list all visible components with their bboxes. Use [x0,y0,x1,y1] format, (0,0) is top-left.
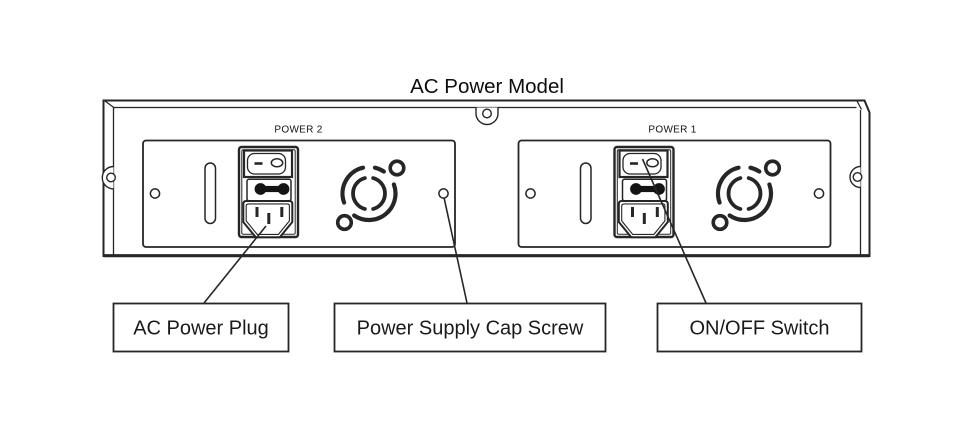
fuse-bar [260,185,284,193]
switch-rocker [246,152,287,175]
switch-frame [618,149,669,179]
power-1-label: POWER 1 [648,125,696,136]
on-off-switch [618,149,669,179]
switch-off-mark [270,158,284,168]
power-2-label: POWER 2 [274,125,322,136]
fan-grille [335,159,406,232]
switch-rocker [622,152,662,175]
on-off-switch [242,149,294,179]
fuse-knob-left [254,183,267,195]
callout-box [656,302,863,353]
callout-label: Power Supply Cap Screw [357,318,584,340]
power-entry-module [613,145,782,239]
switch-frame [242,149,294,179]
fuse-knob-right [653,183,665,195]
top-mounting-hole [482,108,493,119]
inlet-outline-inner [621,203,666,235]
diagram-title: AC Power Model [410,75,564,98]
fan-inner-arc-right [371,176,387,211]
callout-label: AC Power Plug [133,318,269,340]
fuse-bar [635,185,659,193]
fan-screw-hole-sw [335,213,354,232]
cap-screw-left [149,188,161,199]
right-mounting-hole [852,171,863,182]
power-supply-module-2 [142,139,456,248]
callout-power-supply-cap-screw: Power Supply Cap Screw [333,302,607,353]
handle-slot [579,162,592,225]
leader-line-ac-power-plug [203,225,267,304]
chassis-top-right-chamfer [856,100,863,110]
callout-label: ON/OFF Switch [689,318,829,340]
fuse-knob-left [630,183,642,195]
fuse-holder [621,178,668,202]
fan-inner-arc-right [746,176,763,211]
leader-line-on-off-switch [641,158,707,304]
fan-screw-hole-ne [763,159,782,177]
fan-screw-hole-ne [388,159,406,177]
fan-outer-arc-top [748,165,762,174]
switch-off-mark [646,158,659,168]
callout-box [112,302,290,353]
fan-outer-arc-bottom [727,182,774,223]
fan-inner-arc-left [351,176,367,211]
callout-box [333,302,607,353]
fan-outer-arc-left [715,165,741,205]
fan-screw-hole-sw [711,213,729,232]
left-mounting-hole [105,172,116,183]
ac-power-inlet [617,200,669,239]
fuse-knob-right [277,183,290,195]
ac-power-inlet [242,200,294,239]
cap-screw-left [525,188,536,199]
handle-slot [204,162,217,225]
leader-line-cap-screw [443,197,468,304]
inlet-outline-inner [245,203,290,235]
cap-screw-right [813,188,825,199]
fan-inner-arc-left [726,176,743,211]
fan-outer-arc-top [372,165,386,174]
fuse-holder [246,178,292,202]
fan-outer-arc-left [340,165,366,205]
power-entry-module [237,145,406,239]
fan-outer-arc-bottom [352,182,398,223]
power-supply-module-1 [517,139,832,248]
callout-on-off-switch: ON/OFF Switch [656,302,863,353]
cap-screw-right [438,188,449,199]
callout-ac-power-plug: AC Power Plug [112,302,290,353]
chassis-top-left-chamfer [104,100,115,109]
fan-grille [711,159,782,232]
